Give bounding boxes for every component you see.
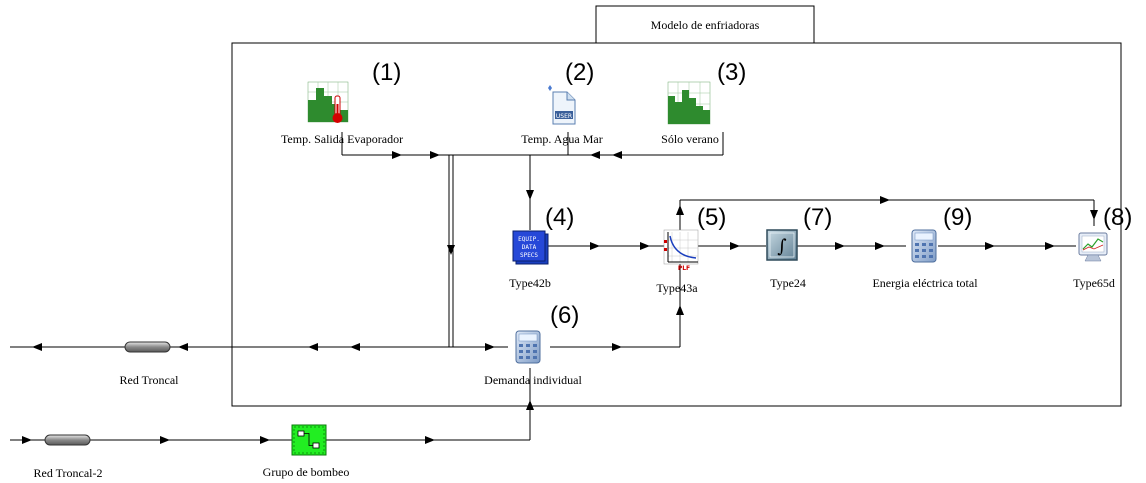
component-number-5: (5) [697, 204, 726, 231]
flow-arrows [22, 151, 1098, 444]
type65d-component[interactable]: (8) Type65d [1073, 204, 1132, 290]
svg-text:∫: ∫ [777, 236, 787, 257]
user-file-icon: USER [548, 85, 576, 125]
part-load-curve-icon: PLF [663, 229, 699, 272]
type42b-component[interactable]: EQUIP. DATA SPECS (4) Type42b [509, 204, 574, 290]
data-reader-chart-icon [667, 81, 711, 125]
red-troncal-component[interactable]: Red Troncal [119, 341, 179, 387]
component-number-8: (8) [1103, 204, 1132, 231]
temp-agua-mar-component[interactable]: USER (2) Temp. Agua Mar [521, 59, 602, 146]
type43a-component[interactable]: PLF (5) Type43a [656, 204, 726, 295]
solo-verano-component[interactable]: (3) Sólo verano [661, 59, 746, 146]
temp-salida-evaporador-component[interactable]: (1) Temp. Salida Evaporador [281, 59, 403, 146]
grupo-de-bombeo-label: Grupo de bombeo [263, 465, 350, 479]
type24-label: Type24 [770, 276, 806, 290]
red-troncal-2-label: Red Troncal-2 [34, 466, 103, 480]
component-number-7: (7) [803, 204, 832, 231]
solo-verano-label: Sólo verano [661, 132, 719, 146]
component-number-4: (4) [545, 204, 574, 231]
component-number-1: (1) [372, 59, 401, 86]
demanda-individual-component[interactable]: (6) Demanda individual [484, 302, 582, 387]
component-number-2: (2) [565, 59, 594, 86]
model-title: Modelo de enfriadoras [651, 18, 760, 32]
red-troncal-2-component[interactable]: Red Troncal-2 [34, 434, 103, 480]
demanda-individual-label: Demanda individual [484, 373, 582, 387]
pipe-icon [44, 434, 91, 446]
title-tab [595, 5, 815, 44]
temp-salida-evaporador-label: Temp. Salida Evaporador [281, 132, 403, 146]
component-number-3: (3) [717, 59, 746, 86]
plotter-monitor-icon [1078, 232, 1108, 262]
energia-electrica-total-component[interactable]: (9) Energia eléctrica total [872, 204, 978, 290]
svg-text:PLF: PLF [678, 265, 690, 272]
svg-text:EQUIP.: EQUIP. [518, 236, 540, 243]
svg-text:DATA: DATA [522, 244, 537, 251]
data-reader-thermometer-icon [307, 81, 349, 123]
svg-text:SPECS: SPECS [520, 252, 538, 259]
temp-agua-mar-label: Temp. Agua Mar [521, 132, 602, 146]
type42b-label: Type42b [509, 276, 551, 290]
calculator-icon [515, 330, 541, 364]
integrator-icon: ∫ [766, 229, 798, 261]
component-number-9: (9) [943, 204, 972, 231]
red-troncal-label: Red Troncal [119, 373, 179, 387]
grupo-de-bombeo-component[interactable]: Grupo de bombeo [263, 424, 350, 479]
svg-text:USER: USER [556, 113, 572, 120]
pump-group-icon [291, 424, 327, 456]
pipe-icon [124, 341, 171, 353]
equip-data-specs-icon: EQUIP. DATA SPECS [512, 230, 549, 265]
type24-component[interactable]: ∫ (7) Type24 [766, 204, 832, 290]
type65d-label: Type65d [1073, 276, 1115, 290]
component-number-6: (6) [550, 302, 579, 329]
energia-electrica-total-label: Energia eléctrica total [872, 276, 978, 290]
calculator-icon [911, 229, 937, 263]
type43a-label: Type43a [656, 281, 698, 295]
